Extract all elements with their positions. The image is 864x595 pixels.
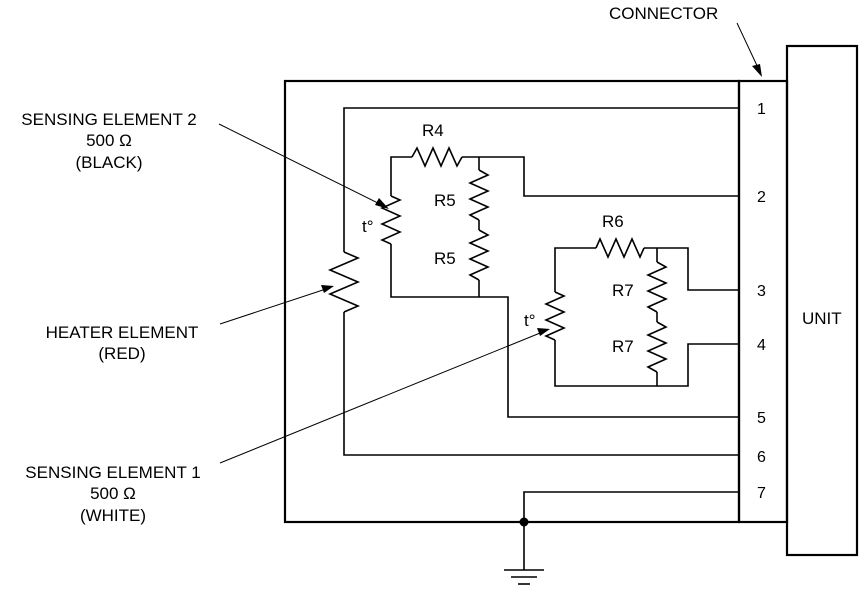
r4-label: R4 — [422, 121, 444, 140]
temp-mark-sensing-1: t° — [524, 311, 536, 330]
sensing-element-1-value: 500 Ω — [90, 484, 136, 503]
enclosure-box — [283, 79, 741, 524]
pin-1-label: 1 — [757, 101, 766, 118]
sensing-bridge-1 — [544, 237, 739, 387]
r5-lower-resistor — [468, 229, 490, 281]
r5-lower-label: R5 — [434, 249, 456, 268]
pin-4-label: 4 — [757, 337, 766, 354]
r5-upper-resistor — [468, 169, 490, 221]
pin-3-label: 3 — [757, 283, 766, 300]
sensing-element-1-resistor — [544, 291, 566, 341]
sensing-element-2-value: 500 Ω — [86, 131, 132, 150]
sensing-element-2-resistor — [380, 195, 402, 245]
unit-box — [785, 44, 859, 557]
sensing-element-2-color: (BLACK) — [75, 153, 142, 172]
sensing-element-1-color: (WHITE) — [80, 506, 146, 525]
sensing-element-2-name: SENSING ELEMENT 2 — [21, 110, 196, 129]
connector-label: CONNECTOR — [609, 4, 718, 23]
pin-6-label: 6 — [757, 449, 766, 466]
r7-lower-resistor — [646, 321, 668, 373]
heater-element-color: (RED) — [98, 344, 145, 363]
sensing-element-1-name: SENSING ELEMENT 1 — [25, 463, 200, 482]
r4-resistor — [411, 146, 463, 168]
r6-label: R6 — [602, 212, 624, 231]
r6-resistor — [595, 237, 645, 259]
heater-resistor — [327, 251, 361, 313]
ground-circuit — [504, 491, 739, 585]
temp-mark-sensing-2: t° — [362, 217, 374, 236]
unit-label: UNIT — [802, 309, 842, 328]
r7-lower-label: R7 — [612, 337, 634, 356]
heater-circuit — [327, 107, 739, 456]
sensing-bridge-2 — [380, 146, 739, 418]
leader-lines — [218, 22, 762, 464]
pin-2-label: 2 — [757, 189, 766, 206]
pin-5-label: 5 — [757, 410, 766, 427]
r7-upper-label: R7 — [612, 281, 634, 300]
r7-upper-resistor — [646, 261, 668, 313]
heater-element-name: HEATER ELEMENT — [46, 323, 199, 342]
r5-upper-label: R5 — [434, 191, 456, 210]
pin-7-label: 7 — [757, 485, 766, 502]
